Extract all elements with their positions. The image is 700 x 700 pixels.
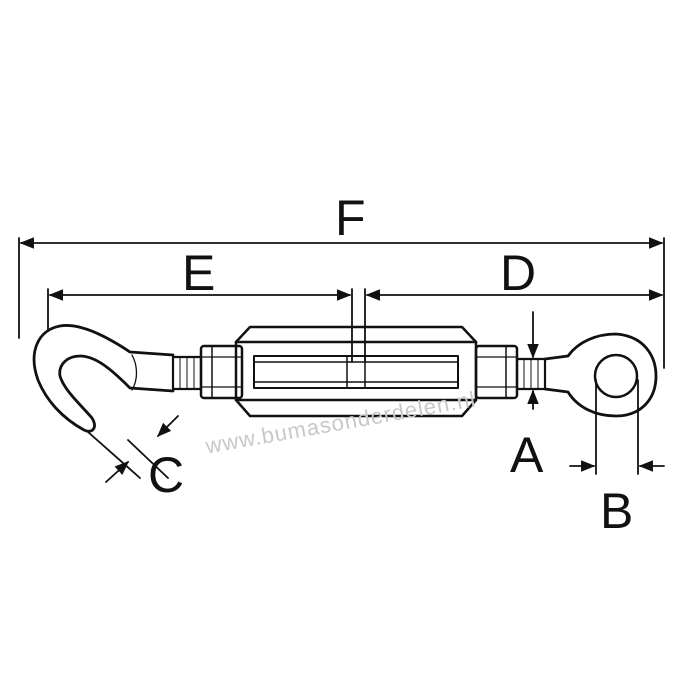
eye xyxy=(543,332,658,418)
left-shank xyxy=(171,355,203,391)
dim-c-arrow-outer xyxy=(105,461,130,483)
body-slot xyxy=(253,355,459,389)
right-shank xyxy=(515,357,547,391)
hook xyxy=(32,324,175,433)
right-nut xyxy=(474,344,519,400)
label-a: A xyxy=(510,427,544,483)
right-nut-outline xyxy=(474,344,519,400)
hook-neck-shading xyxy=(131,354,138,391)
dim-c-arrow-inner xyxy=(156,415,179,438)
dimension-f: F xyxy=(18,190,665,369)
dim-c-ext-outer xyxy=(87,431,141,479)
body-top-edge xyxy=(234,325,478,344)
label-d: D xyxy=(500,245,536,301)
dimension-d: D xyxy=(364,245,664,363)
dimension-b: B xyxy=(569,379,665,539)
watermark-text: www.bumasonderdelen.nl xyxy=(203,386,478,458)
body-bottom-edge xyxy=(234,398,478,418)
dimension-c: C xyxy=(87,415,184,503)
dimension-e: E xyxy=(47,245,353,363)
eye-outline xyxy=(543,332,658,418)
label-f: F xyxy=(335,190,366,246)
label-c: C xyxy=(148,447,184,503)
eye-hole xyxy=(593,353,639,399)
dimension-a: A xyxy=(510,311,544,483)
label-b: B xyxy=(600,483,633,539)
label-e: E xyxy=(182,245,215,301)
dim-c-ext-inner xyxy=(127,439,169,479)
hook-outline xyxy=(32,324,175,433)
